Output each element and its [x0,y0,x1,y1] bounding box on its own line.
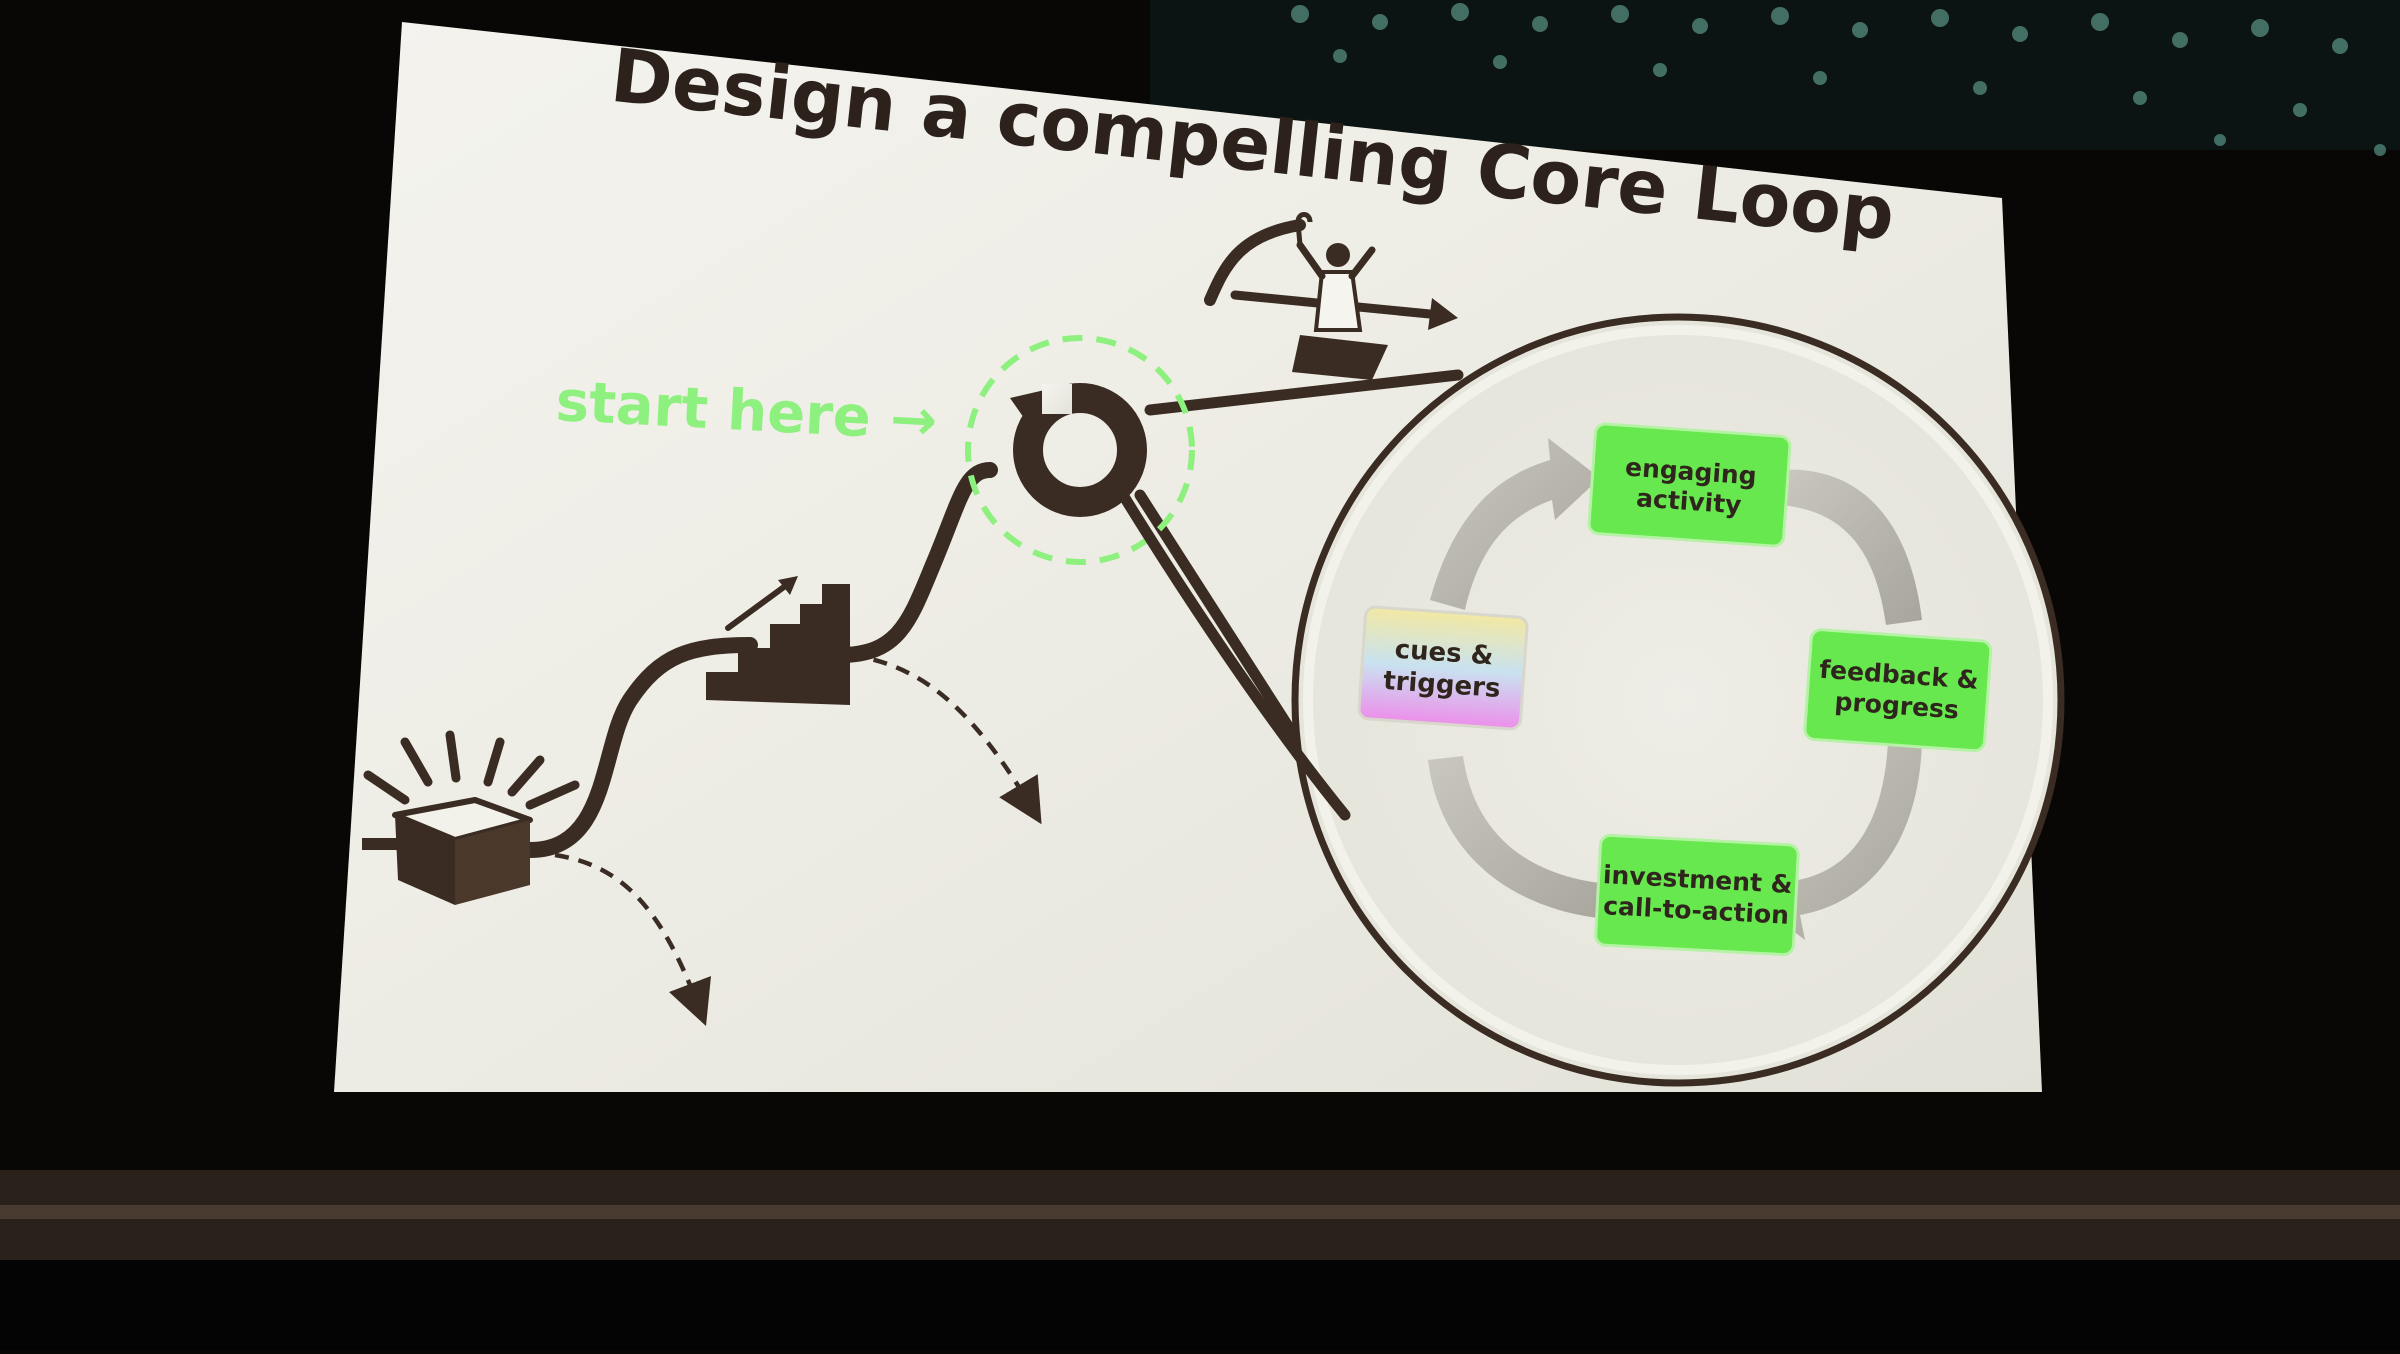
loop-node-investment: investment & call-to-action [1594,833,1800,957]
loop-node-feedback: feedback & progress [1803,628,1993,753]
loop-node-engaging: engaging activity [1587,422,1792,548]
loop-cycle-icon [965,335,1195,565]
core-loop-circle [1114,313,2065,1087]
mystery-box-icon [362,730,580,905]
ceiling-lights [1150,0,2400,156]
loop-node-cues-line1: cues & [1394,635,1495,672]
staircase-icon [706,576,850,705]
summit-figure-icon [1230,212,1458,380]
dropoff-arrows [554,652,1042,1027]
loop-node-cues: cues & triggers [1357,605,1529,731]
